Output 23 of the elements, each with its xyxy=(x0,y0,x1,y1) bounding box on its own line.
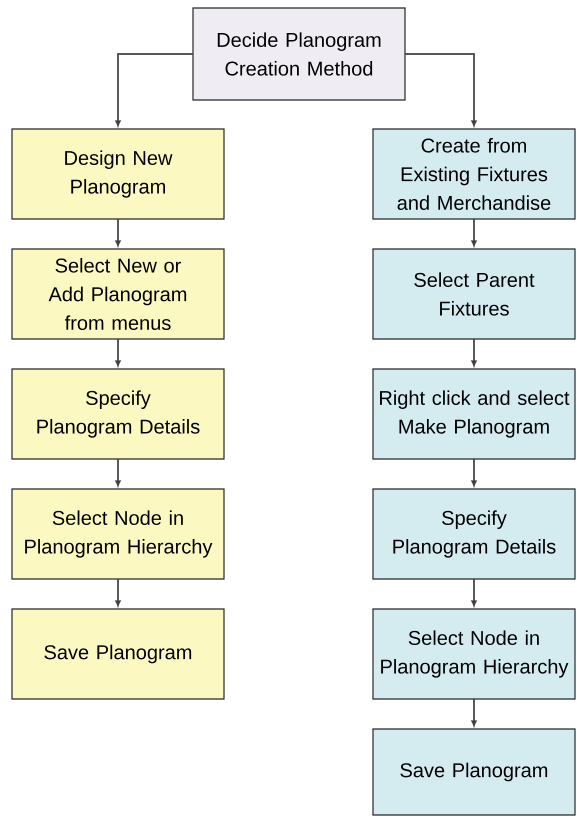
arrow xyxy=(115,53,192,126)
process-box: Specify Planogram Details xyxy=(11,368,225,460)
process-box: Save Planogram xyxy=(372,728,576,816)
arrow xyxy=(471,580,477,606)
process-box: Save Planogram xyxy=(11,608,225,700)
process-box: Specify Planogram Details xyxy=(372,488,576,580)
process-box: Decide Planogram Creation Method xyxy=(192,7,406,101)
arrow xyxy=(115,220,121,246)
arrow xyxy=(471,220,477,246)
process-box: Create from Existing Fixtures and Merchandise xyxy=(372,128,576,220)
arrow xyxy=(406,53,477,126)
arrow xyxy=(471,700,477,726)
process-box: Select Node in Planogram Hierarchy xyxy=(11,488,225,580)
arrow xyxy=(115,580,121,606)
process-box: Design New Planogram xyxy=(11,128,225,220)
arrow xyxy=(115,460,121,486)
process-box: Select Node in Planogram Hierarchy xyxy=(372,608,576,700)
arrow xyxy=(471,340,477,366)
process-box: Right click and select Make Planogram xyxy=(372,368,576,460)
arrow xyxy=(471,460,477,486)
arrow xyxy=(115,340,121,366)
process-box: Select New or Add Planogram from menus xyxy=(11,248,225,340)
process-box: Select Parent Fixtures xyxy=(372,248,576,340)
